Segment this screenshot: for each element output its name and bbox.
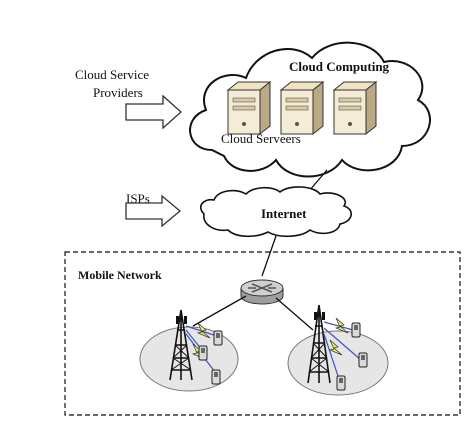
- internet: Internet: [199, 186, 352, 238]
- arrow-right-icon: [125, 194, 182, 228]
- signal-line: [323, 321, 354, 331]
- mobile-phone-icon: [198, 345, 208, 361]
- cloud-service-providers-label-line2: Providers: [93, 85, 143, 100]
- router-icon: [240, 279, 284, 305]
- router-to-left-tower-link: [192, 295, 247, 327]
- cloud-service-providers-label-line1: Cloud Service: [75, 67, 149, 82]
- cloud-computing: Cloud Computing Cloud Serveers: [189, 41, 431, 178]
- isps-label: ISPs: [126, 191, 150, 206]
- mobile-network-label: Mobile Network: [78, 268, 162, 282]
- cloud-computing-label: Cloud Computing: [289, 59, 390, 74]
- lightning-icon: [334, 317, 349, 334]
- internet-to-router-link: [261, 235, 277, 277]
- cell-tower-icon: [169, 309, 193, 381]
- mobile-phone-icon: [213, 330, 223, 346]
- mobile-phone-icon: [351, 322, 361, 338]
- mobile-phone-icon: [358, 352, 368, 368]
- cell-tower-icon: [307, 304, 331, 384]
- server-icon: [226, 80, 272, 136]
- mobile-phone-icon: [336, 375, 346, 391]
- signal-line: [323, 333, 341, 383]
- internet-label: Internet: [261, 206, 307, 221]
- lightning-icon: [328, 339, 343, 356]
- internet-cloud: [199, 186, 352, 238]
- arrow-right-icon: [125, 94, 182, 130]
- lightning-icon: [196, 322, 211, 339]
- mobile-phone-icon: [211, 369, 221, 385]
- isps: ISPs: [125, 191, 182, 228]
- cloud-servers-label: Cloud Serveers: [221, 131, 301, 146]
- server-icon: [332, 80, 378, 136]
- signal-line: [323, 327, 362, 361]
- cell-area-left: [139, 309, 239, 392]
- cloud-service-providers: Cloud Service Providers: [75, 67, 182, 130]
- router-to-right-tower-link: [275, 297, 314, 331]
- cell-area-right: [287, 304, 389, 396]
- mobile-network-box: [64, 251, 461, 416]
- server-icon: [279, 80, 325, 136]
